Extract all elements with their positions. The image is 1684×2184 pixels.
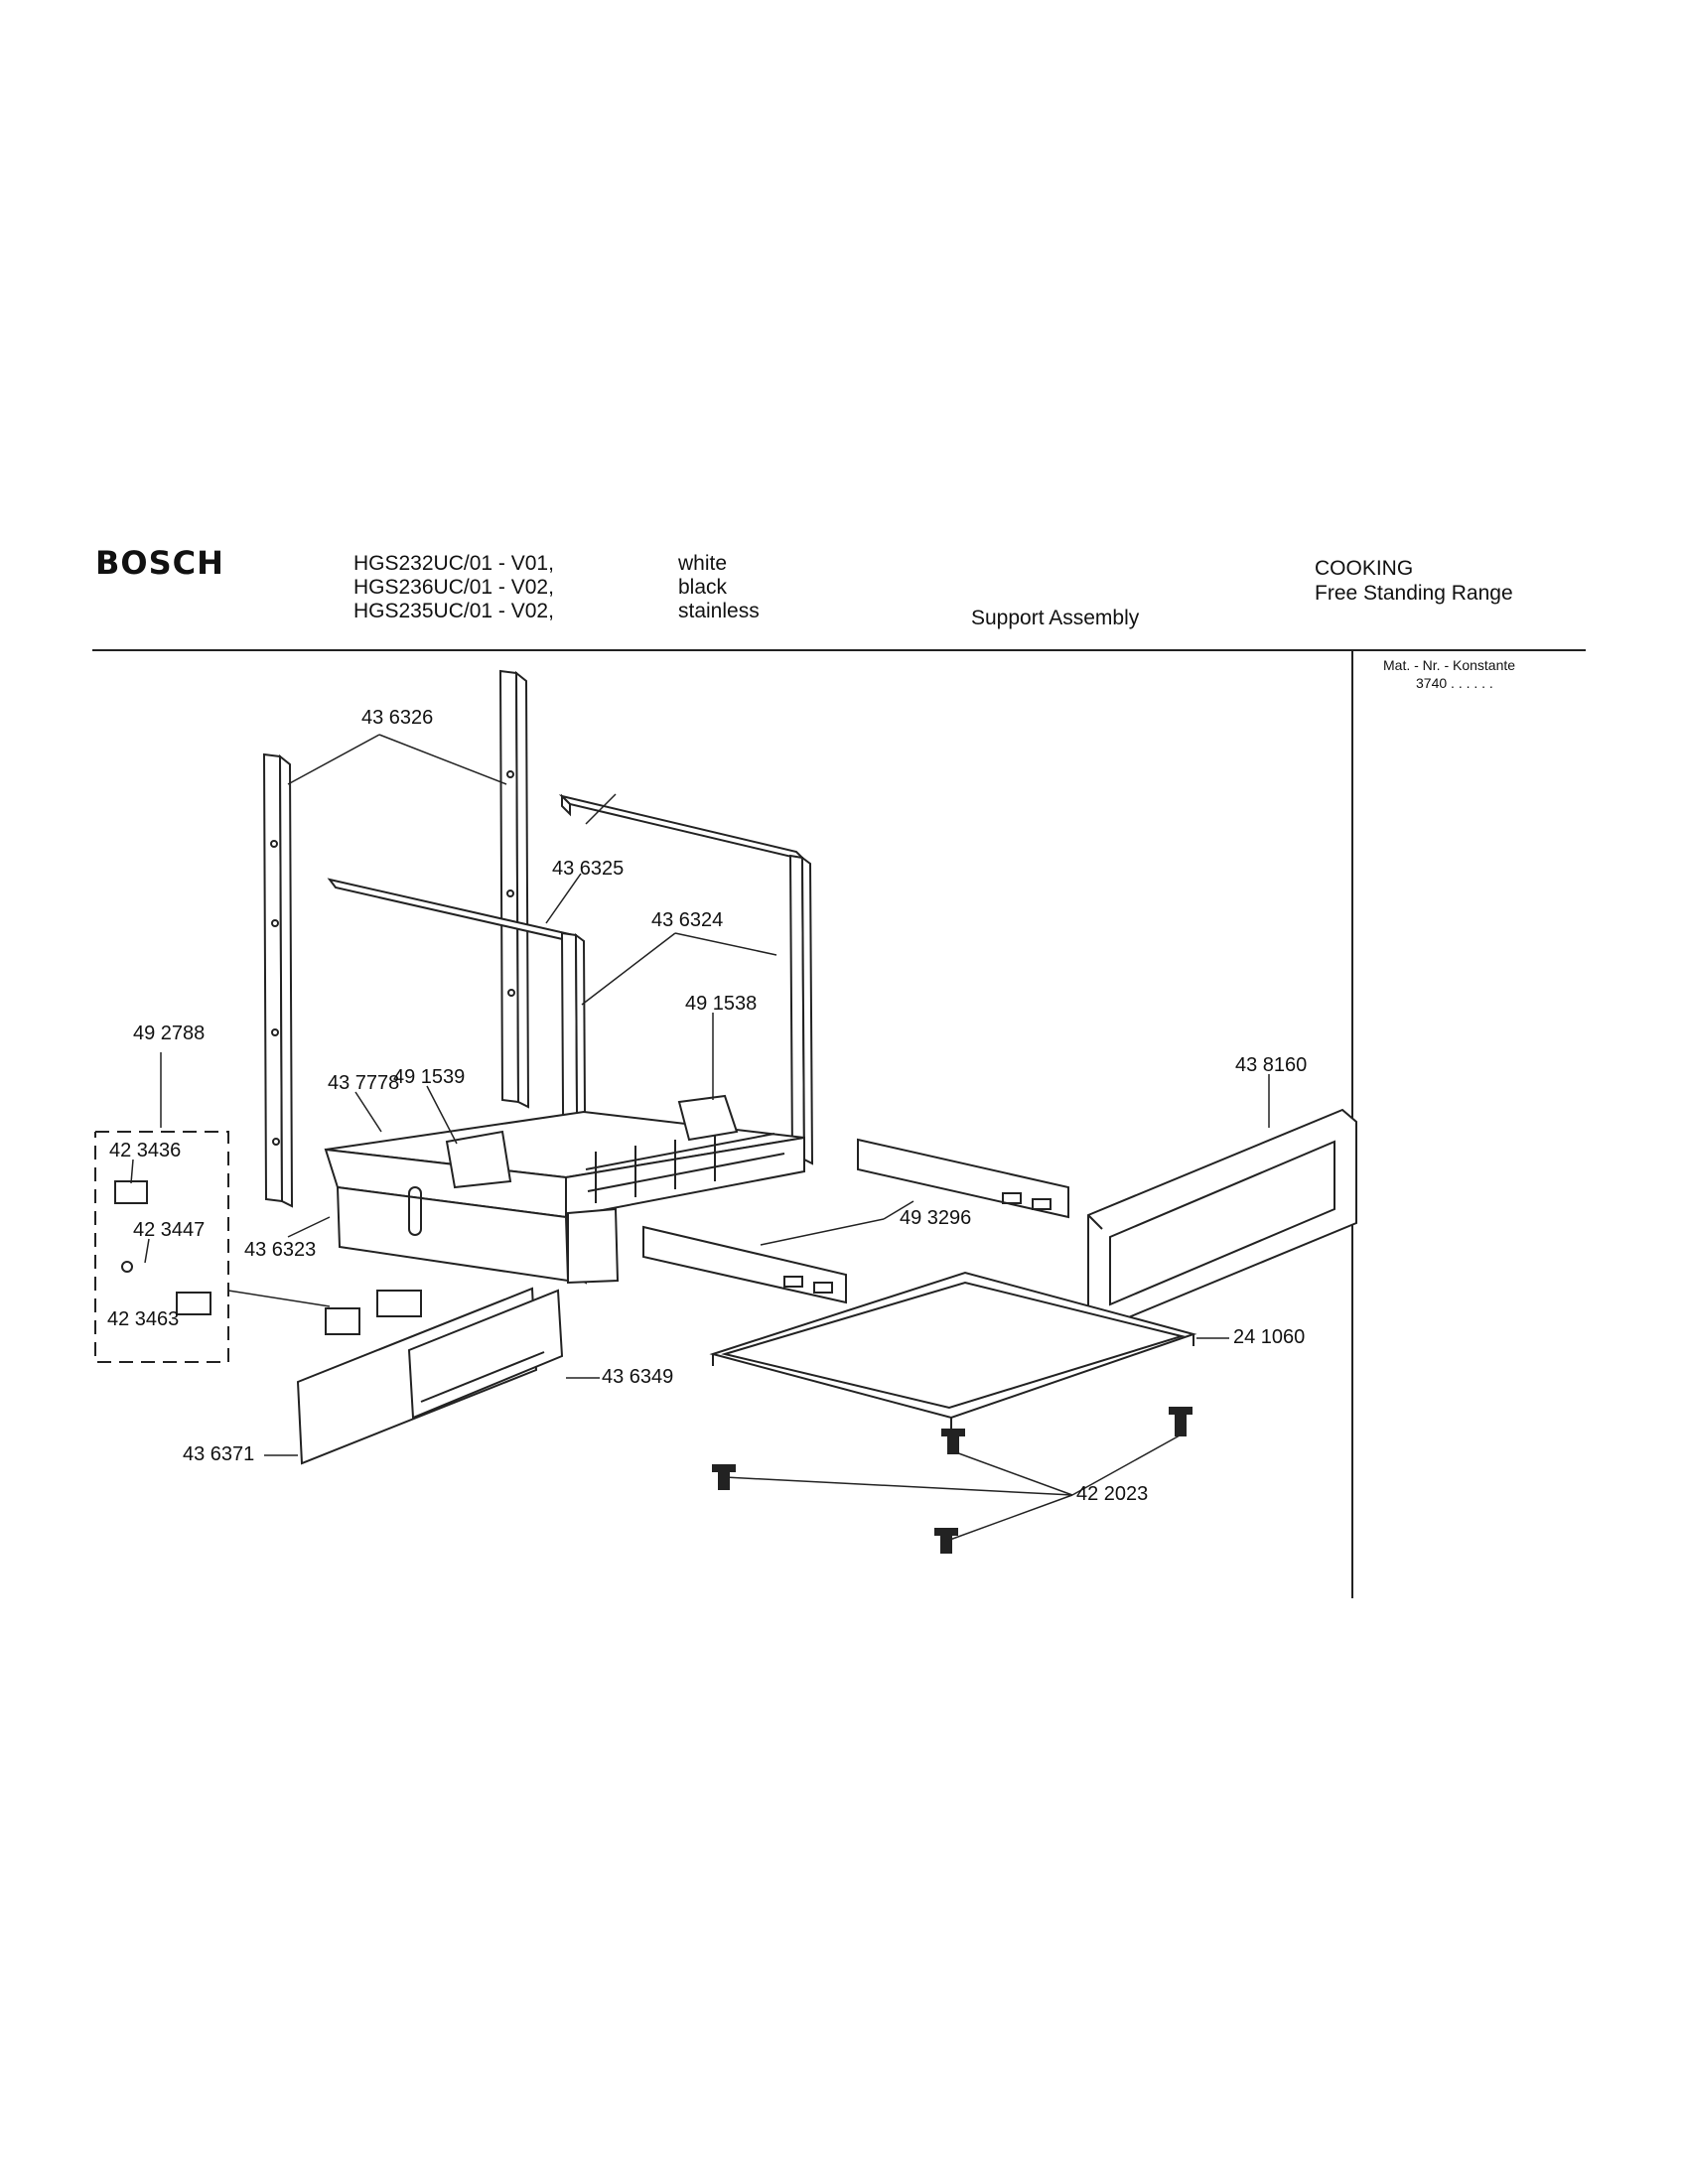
color-list: white black stainless [678,552,760,623]
header-rule [92,649,1586,651]
right-frame-post [498,669,530,1109]
part-label: 43 6325 [552,858,625,880]
screws [712,1407,1193,1554]
mat-nr-value: 3740 . . . . . . [1416,675,1493,691]
model-item: HGS235UC/01 - V02, [353,600,554,622]
part-label: 42 3447 [133,1219,206,1241]
front-lower-panel [336,1185,620,1285]
part-label: 43 7778 [328,1072,400,1094]
slide-rail-upper [857,1138,1069,1219]
front-top-rail [327,878,583,945]
part-label: 43 6371 [183,1443,255,1465]
part-label: 49 1539 [393,1066,466,1088]
part-label: 42 3436 [109,1140,182,1161]
gas-valve-group [114,1180,422,1335]
part-label: 42 2023 [1076,1483,1149,1505]
rear-upright [788,854,814,1165]
subcategory-label: Free Standing Range [1315,582,1513,605]
part-label: 43 6326 [361,707,434,729]
part-label: 42 3463 [107,1308,180,1330]
leader-lines [130,734,1270,1542]
rear-top-rail [558,793,808,862]
part-label: 43 6324 [651,909,724,931]
left-frame-post [262,752,294,1208]
color-item: stainless [678,600,760,622]
section-title: Support Assembly [971,607,1140,629]
part-label: 49 3296 [900,1207,972,1229]
model-list: HGS232UC/01 - V01, HGS236UC/01 - V02, HG… [353,552,554,623]
base-tray [324,1110,805,1219]
model-item: HGS232UC/01 - V01, [353,552,554,575]
color-item: white [678,552,728,575]
mount-bracket-a [677,1094,739,1142]
drawer-frame [709,1271,1197,1430]
color-item: black [678,576,728,599]
mount-bracket-b [445,1130,512,1189]
slide-rail-lower [642,1225,847,1304]
part-label: 43 6323 [244,1239,317,1261]
mat-nr-label: Mat. - Nr. - Konstante [1383,657,1516,673]
brand-logo: BOSCH [95,544,224,582]
rear-back-panel [1087,1108,1357,1330]
drawer-front [296,1287,564,1465]
part-label: 24 1060 [1233,1326,1306,1348]
valve-group-box [94,1131,229,1363]
part-label: 43 6349 [602,1366,674,1388]
part-label: 49 2788 [133,1023,206,1044]
part-label: 49 1538 [685,993,758,1015]
model-item: HGS236UC/01 - V02, [353,576,554,599]
part-label: 43 8160 [1235,1054,1308,1076]
category-label: COOKING [1315,557,1414,580]
